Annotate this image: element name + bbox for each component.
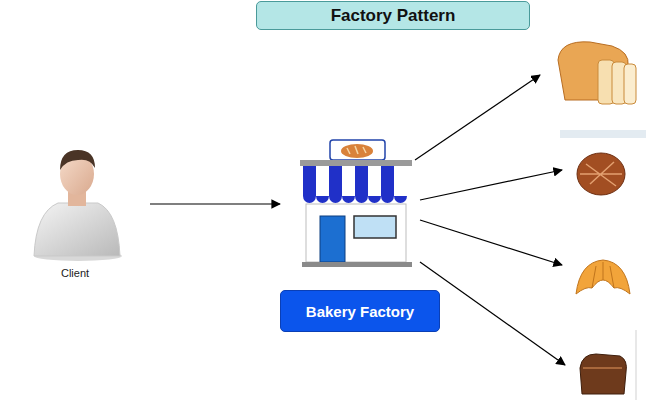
brown-bread-icon bbox=[580, 330, 636, 400]
round-bread-icon bbox=[577, 153, 625, 195]
flow-arrow bbox=[150, 203, 280, 204]
sliced-loaf-icon bbox=[558, 42, 646, 138]
croissant-icon bbox=[576, 260, 630, 294]
person-icon bbox=[34, 150, 122, 261]
title-box: Factory Pattern bbox=[256, 1, 530, 30]
actor-label: Client bbox=[20, 267, 130, 279]
bakery-shop-icon bbox=[300, 140, 412, 267]
client-actor: Client bbox=[20, 145, 150, 285]
factory-label: Bakery Factory bbox=[280, 290, 440, 332]
factory-box: Bakery Factory bbox=[280, 138, 440, 332]
